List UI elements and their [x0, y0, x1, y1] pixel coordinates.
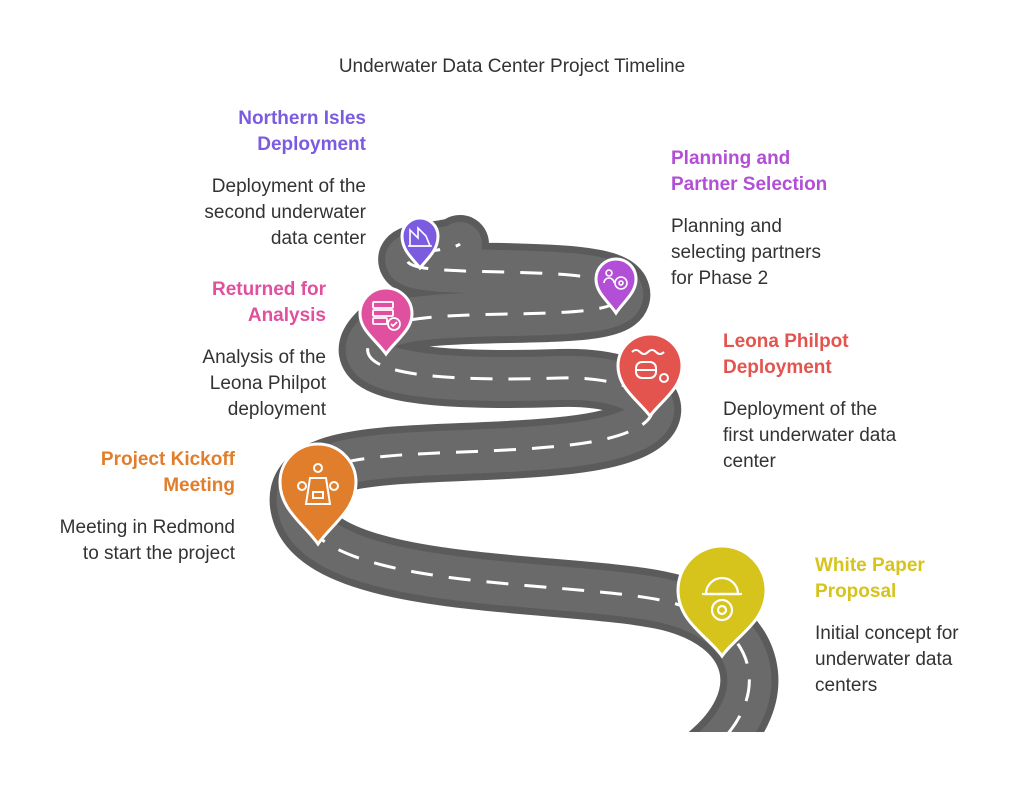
step-planning-partner: Planning and Partner Selection Planning … — [671, 146, 827, 292]
step-heading: Analysis — [247, 305, 326, 326]
partner-target-icon — [603, 269, 628, 290]
step-description: Deployment of the — [211, 176, 366, 197]
step-heading: Partner Selection — [671, 174, 828, 195]
step-heading: Proposal — [815, 581, 897, 602]
step-description: Deployment of the — [723, 399, 878, 420]
step-heading: Meeting — [163, 475, 235, 496]
step-description: for Phase 2 — [671, 268, 769, 289]
step-heading: Northern Isles — [238, 108, 366, 129]
step-description: data center — [270, 228, 366, 249]
pin-project-kickoff — [278, 442, 358, 547]
meeting-table-icon — [297, 463, 339, 505]
underwater-capsule-icon — [631, 349, 669, 383]
step-northern-isles: Northern Isles Deployment Deployment of … — [204, 106, 366, 252]
step-project-kickoff: Project Kickoff Meeting Meeting in Redmo… — [60, 447, 235, 567]
step-description: to start the project — [82, 543, 235, 564]
step-description: second underwater — [204, 202, 366, 223]
server-check-icon — [372, 301, 401, 331]
offshore-deploy-icon — [408, 226, 432, 247]
step-white-paper: White Paper Proposal Initial concept for… — [815, 553, 959, 699]
step-description: centers — [815, 675, 878, 696]
step-leona-philpot: Leona Philpot Deployment Deployment of t… — [723, 329, 896, 475]
pin-white-paper — [676, 544, 768, 659]
step-description: selecting partners — [671, 242, 821, 263]
step-description: Analysis of the — [202, 347, 326, 368]
step-heading: Leona Philpot — [723, 331, 849, 352]
step-description: Initial concept for — [815, 623, 959, 644]
step-heading: Deployment — [257, 134, 366, 155]
pin-leona-philpot — [616, 332, 684, 419]
step-description: Leona Philpot — [209, 373, 326, 394]
step-returned-analysis: Returned for Analysis Analysis of the Le… — [202, 277, 326, 423]
step-description: Planning and — [671, 216, 782, 237]
step-description: center — [723, 451, 776, 472]
step-heading: Deployment — [723, 357, 832, 378]
pin-returned-analysis — [358, 286, 414, 357]
step-heading: White Paper — [815, 555, 925, 576]
pin-northern-isles — [400, 216, 440, 271]
worker-gear-icon — [702, 576, 742, 622]
pin-planning-partner — [594, 257, 638, 316]
step-description: deployment — [227, 399, 326, 420]
step-description: underwater data — [815, 649, 953, 670]
step-description: first underwater data — [723, 425, 897, 446]
step-heading: Returned for — [212, 279, 326, 300]
step-heading: Planning and — [671, 148, 791, 169]
step-heading: Project Kickoff — [100, 449, 235, 470]
diagram-title: Underwater Data Center Project Timeline — [338, 56, 686, 77]
step-description: Meeting in Redmond — [59, 517, 235, 538]
